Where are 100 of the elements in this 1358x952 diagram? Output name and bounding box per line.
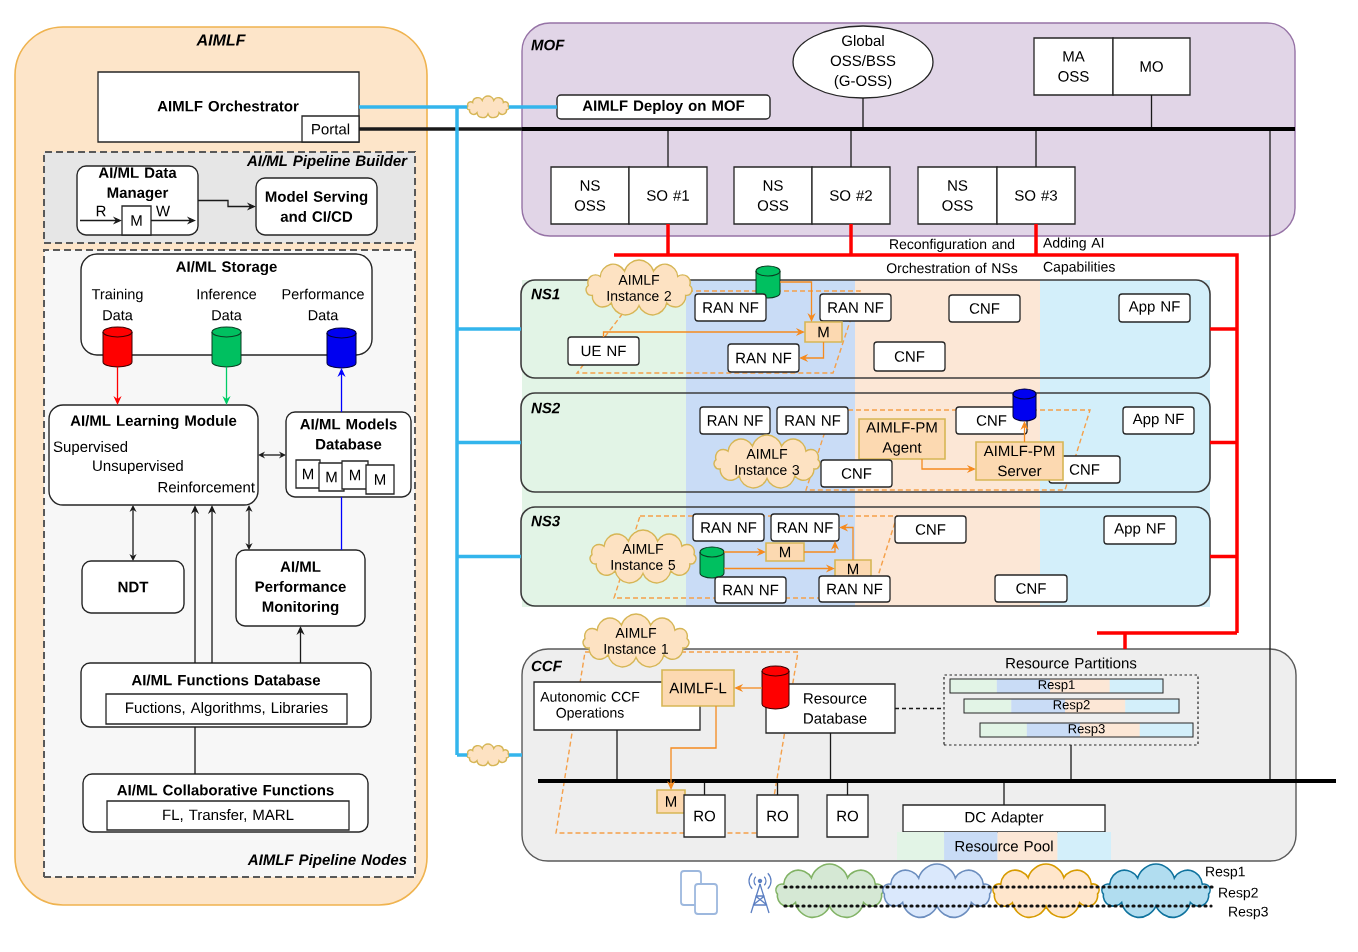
- agent-box: AIMLF-PM Agent: [858, 418, 946, 460]
- model-box: M: [295, 459, 321, 489]
- partition-label: Resp2: [1219, 887, 1258, 901]
- function-box: RAN NF: [776, 406, 849, 435]
- connector-line: [666, 224, 670, 255]
- annotation-text: Reconfiguration and Orchestration of NSs: [886, 238, 1018, 274]
- database-cylinder: [699, 546, 725, 579]
- connector-line: [457, 554, 521, 559]
- system-box: MO: [1112, 37, 1191, 96]
- partition-bar: Resp3: [979, 722, 1194, 738]
- connector-line: [616, 729, 618, 780]
- module-box: AI/ML Learning Module Supervised Unsupervised Reinforcement: [48, 404, 259, 506]
- module-box: AI/ML Performance Monitoring: [235, 549, 366, 627]
- connector-line: [359, 127, 522, 131]
- connector-line: [1035, 130, 1037, 168]
- system-box: DC Adapter: [902, 804, 1106, 833]
- arrow: [602, 327, 805, 338]
- function-box: App NF: [1118, 293, 1191, 323]
- system-box: SO #2: [811, 166, 891, 225]
- function-box: RAN NF: [692, 513, 765, 542]
- connector-line: [457, 105, 468, 109]
- text-frame: Fuctions, Algorithms, Libraries: [105, 693, 348, 725]
- model-box: M: [121, 205, 152, 236]
- system-box: MA OSS: [1033, 37, 1114, 96]
- system-box: NS OSS: [550, 166, 630, 225]
- connector-line: [1210, 554, 1237, 559]
- storage-box: AI/ML Storage Training Data Inference Data Performance Data: [80, 253, 373, 356]
- function-box: RAN NF: [818, 575, 891, 603]
- function-box: RAN NF: [694, 293, 767, 322]
- module-box: AIMLF Deploy on MOF: [556, 94, 771, 120]
- connector-line: [457, 753, 468, 757]
- module-box: Model Serving and CI/CD: [255, 177, 378, 236]
- connector-line: [1150, 94, 1153, 128]
- arrow: [799, 341, 825, 363]
- function-box: UE NF: [567, 336, 640, 366]
- database-cylinder: [755, 265, 781, 299]
- connector-line: [508, 105, 557, 109]
- function-box: App NF: [1122, 406, 1195, 435]
- system-box: RO: [756, 794, 799, 838]
- annotation-text: Adding AI Capabilities: [1043, 237, 1115, 275]
- model-box: M: [341, 460, 369, 490]
- function-box: CNF: [894, 515, 967, 544]
- model-box: M: [804, 321, 843, 343]
- function-box: CNF: [873, 341, 946, 372]
- agent-box: AIMLF-L: [661, 669, 735, 707]
- partition-label: Resp3: [1229, 906, 1268, 920]
- connector-line: [1269, 130, 1271, 780]
- database-cylinder: [1012, 388, 1037, 422]
- system-box: RO: [683, 794, 726, 838]
- process-box: Resource Database: [765, 683, 896, 734]
- database-cylinder: [761, 665, 790, 710]
- connector-line: [194, 726, 196, 775]
- model-box: M: [834, 559, 872, 579]
- system-box: SO #1: [628, 166, 708, 225]
- function-box: CNF: [820, 459, 893, 488]
- connector-line: [703, 782, 706, 796]
- system-box: RO: [826, 794, 869, 838]
- connector-line: [508, 753, 522, 757]
- pool-bar: Resource Pool: [897, 832, 1111, 860]
- connector-line: [862, 97, 864, 128]
- function-box: RAN NF: [699, 406, 771, 435]
- text-frame: FL, Transfer, MARL: [106, 800, 350, 831]
- connector-line: [850, 130, 852, 168]
- connector-line: [829, 732, 832, 780]
- connector-line: [457, 440, 521, 445]
- model-box: M: [765, 542, 805, 562]
- system-box: NS OSS: [917, 166, 998, 225]
- function-box: App NF: [1103, 515, 1177, 545]
- node-label: Resource Partitions: [1006, 657, 1137, 669]
- connector-line: [359, 105, 457, 109]
- database-cylinder: [211, 326, 242, 368]
- model-box: M: [365, 464, 395, 495]
- agent-box: AIMLF-PM Server: [975, 441, 1064, 481]
- connector-line: [846, 782, 849, 796]
- database-cylinder: [102, 326, 133, 368]
- cloud-shape: [466, 743, 510, 767]
- model-box: M: [656, 789, 686, 814]
- connector-line: [457, 327, 521, 331]
- double-arrow: [245, 505, 253, 550]
- connector-line: [1034, 224, 1038, 255]
- function-box: CNF: [948, 294, 1021, 323]
- connector-line: [776, 782, 779, 796]
- partition-bar: Resp1: [949, 678, 1164, 694]
- port-box: Portal: [301, 115, 360, 143]
- cloud-shape: [466, 95, 510, 119]
- function-box: RAN NF: [770, 513, 840, 542]
- function-box: RAN NF: [727, 343, 800, 373]
- ellipse-node: Global OSS/BSS (G-OSS): [792, 25, 934, 99]
- partition-bar: Resp2: [963, 698, 1180, 714]
- function-box: CNF: [994, 574, 1068, 603]
- connector-line: [455, 107, 459, 755]
- connector-line: [667, 130, 669, 168]
- connector-line: [340, 496, 343, 551]
- system-box: SO #3: [996, 166, 1076, 225]
- function-box: RAN NF: [714, 576, 787, 604]
- double-arrow: [258, 451, 286, 459]
- arrow: [779, 281, 816, 322]
- partition-label: Resp1: [1206, 866, 1245, 880]
- connector-line: [1070, 744, 1072, 780]
- connector-line: [1095, 631, 1239, 651]
